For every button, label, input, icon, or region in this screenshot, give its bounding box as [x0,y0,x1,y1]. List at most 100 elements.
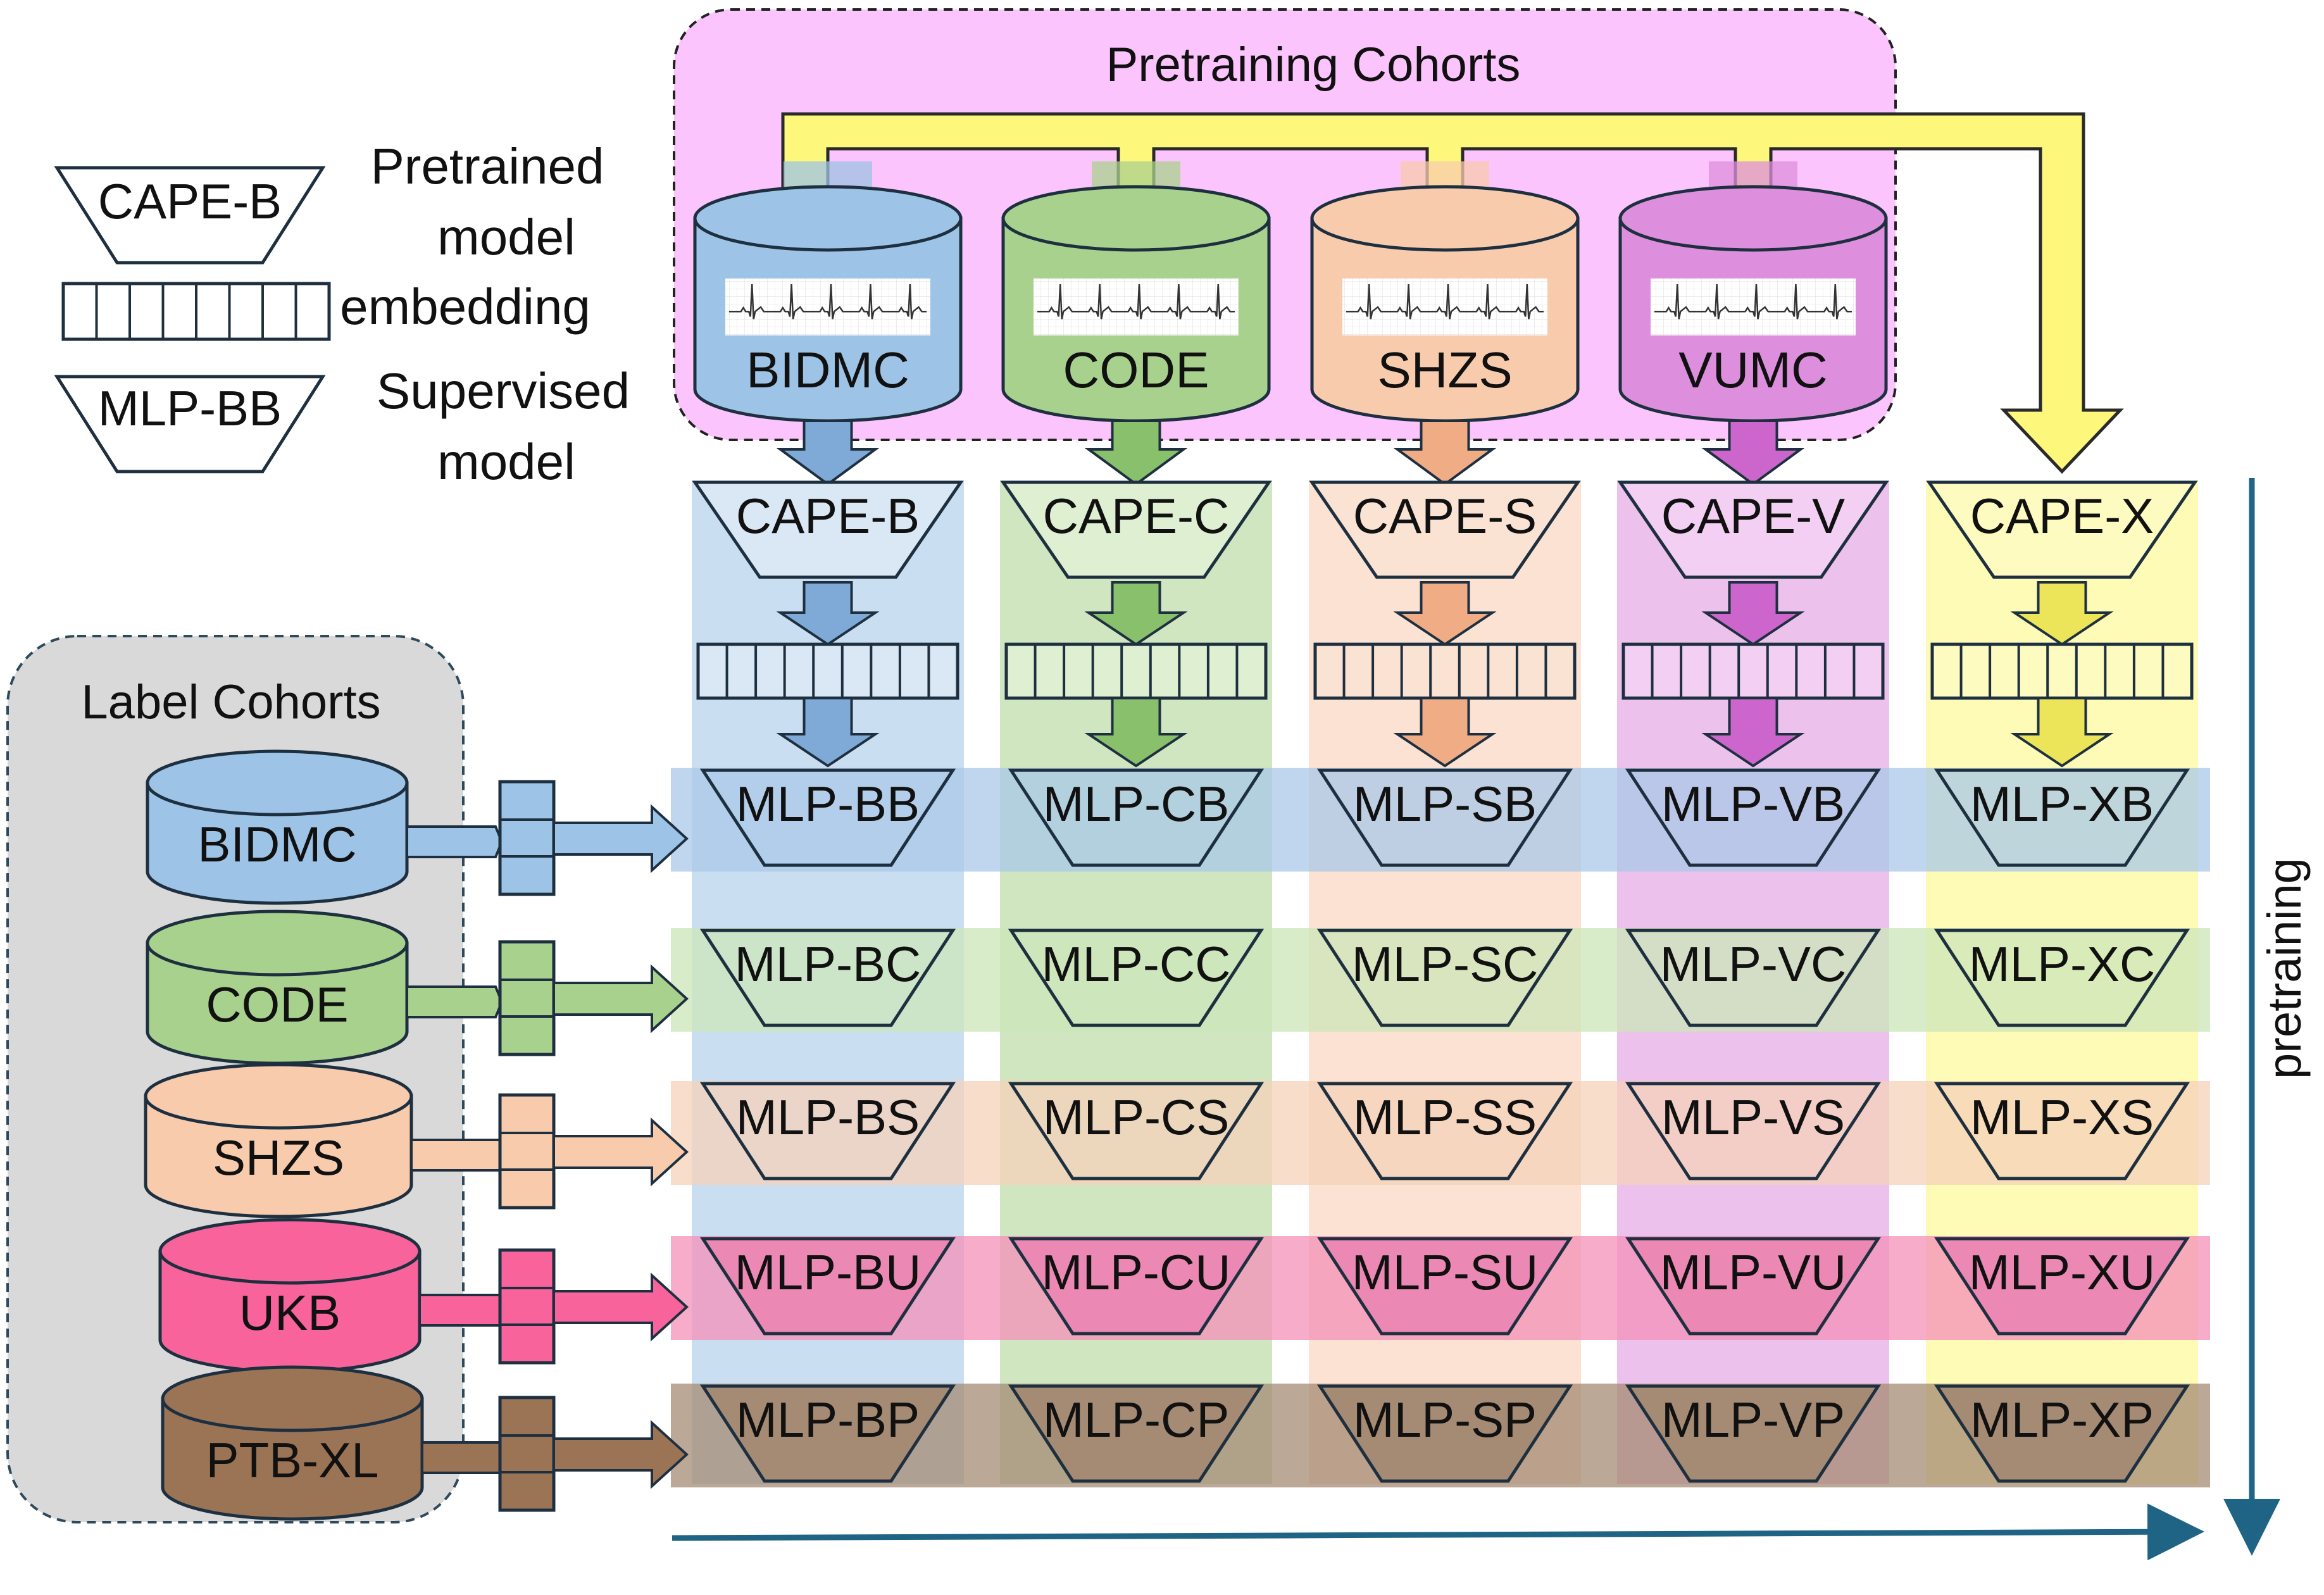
label-cylinder-s: SHZS [144,1063,413,1218]
pretraining-axis-label: pretraining [2258,858,2311,1079]
label-embedding-p [498,1396,556,1512]
pretrain-arrow-s [1393,420,1497,486]
embedding-to-mlp-arrow-x [2010,697,2114,768]
cape-model-label-x: CAPE-X [1970,488,2154,544]
cape-to-embedding-arrow-c [1084,581,1188,646]
mlp-model: MLP-SB [1316,768,1573,867]
mlp-model: MLP-SS [1316,1082,1573,1180]
pretrain-arrow-v [1701,420,1805,486]
mlp-model: MLP-BU [699,1237,956,1335]
embedding-to-mlp-arrow-v [1701,697,1805,768]
label-cylinder-s-top [144,1063,413,1130]
mlp-model: MLP-SU [1316,1237,1573,1335]
embedding-to-mlp-arrow-s [1393,697,1497,768]
label-embedding-b [498,780,556,896]
legend-supervised-trapezoid [54,375,326,473]
legend-supervised-label: MLP-BB [98,380,282,436]
mlp-label-mlp-bu: MLP-BU [735,1244,921,1300]
mlp-label-mlp-bb: MLP-BB [736,776,920,832]
mlp-trapezoid-mlp-xp [1934,1384,2190,1483]
row-stripe-s [671,1081,2210,1185]
label-cylinder-c-top [146,910,409,977]
label-embedding-u-frame [498,1248,556,1365]
mlp-trapezoid-mlp-cp [1008,1384,1265,1483]
cape-to-embedding-arrow-b [776,581,880,646]
pretrain-cylinder-label-b: BIDMC [746,342,909,398]
cape-model-label-c: CAPE-C [1043,488,1230,544]
mlp-trapezoid-mlp-vs [1625,1082,1882,1180]
mlp-trapezoid-mlp-bb [699,768,956,867]
mlp-label-mlp-sb: MLP-SB [1353,776,1537,832]
mlp-trapezoid-mlp-vc [1625,929,1882,1027]
ecg-strip-s-grid [1342,278,1547,335]
ecg-strip-v-trace [1654,284,1852,320]
ecg-strip-v [1651,278,1856,335]
label-cylinder-p: PTB-XL [161,1365,424,1521]
pretrain-cylinder-s-top [1310,185,1580,252]
pretrain-cylinder-v: VUMC [1618,185,1888,423]
mlp-trapezoid-mlp-su [1316,1237,1573,1335]
cape-to-embedding-arrow-s [1393,581,1497,646]
label-cylinder-label-u: UKB [239,1285,340,1341]
ecg-strip-c-grid [1034,278,1239,335]
embedding-x [1930,642,2194,700]
mlp-trapezoid-mlp-bc [699,929,956,1027]
label-embedding-c-frame [498,940,556,1056]
mlp-trapezoid-mlp-bs [699,1082,956,1180]
label-embedding-s-frame [498,1093,556,1210]
label-arrow-a-c [406,985,504,1018]
label-embedding-u [498,1248,556,1365]
embedding-to-mlp-arrow-c [1084,697,1188,768]
mlp-trapezoid-mlp-vb [1625,768,1882,867]
mlp-trapezoid-mlp-bu [699,1237,956,1335]
mlp-trapezoid-mlp-bp [699,1384,956,1483]
label-cohorts-title: Label Cohorts [81,675,380,729]
label-arrow-b-p [553,1420,689,1489]
legend-pretrained-trapezoid [54,166,326,265]
label-cylinder-u-top [158,1218,422,1285]
embedding-b [696,642,959,700]
row-stripe-b [671,768,2210,872]
mlp-model: MLP-VS [1625,1082,1882,1180]
label-cylinder-label-c: CODE [206,977,348,1032]
cape-model-c [1000,480,1272,579]
legend-pretrained-label: CAPE-B [98,173,282,229]
pretrain-cylinder-b-top [693,185,963,252]
mlp-trapezoid-mlp-ss [1316,1082,1573,1180]
cape-model-v [1617,480,1889,579]
mlp-trapezoid-mlp-cs [1008,1082,1265,1180]
mlp-trapezoid-mlp-xc [1934,929,2190,1027]
label-cylinder-u: UKB [158,1218,422,1373]
row-stripe-c [671,928,2210,1032]
label-arrow-b-s [553,1117,689,1187]
label-arrow-b-u [553,1272,689,1342]
cape-model-s [1309,480,1581,579]
mlp-label-mlp-sc: MLP-SC [1352,936,1539,992]
mlp-trapezoid-mlp-xs [1934,1082,2190,1180]
pretrain-cylinder-s: SHZS [1310,185,1580,423]
mlp-model: MLP-VC [1625,929,1882,1027]
legend-pretrained-caption: Pretrained [370,138,604,194]
mlp-label-mlp-xu: MLP-XU [1969,1244,2156,1300]
label-cylinder-label-s: SHZS [213,1130,344,1185]
mlp-label-mlp-cb: MLP-CB [1043,776,1230,832]
ecg-strip-s [1342,278,1547,335]
cape-model-x [1926,480,2198,579]
mlp-label-mlp-cc: MLP-CC [1041,936,1230,992]
legend-supervised-caption: Supervised [377,363,630,419]
mlp-label-mlp-xp: MLP-XP [1970,1392,2154,1448]
mlp-model: MLP-XC [1934,929,2190,1027]
label-cylinder-c: CODE [146,910,409,1065]
mlp-model: MLP-CP [1008,1384,1265,1483]
mlp-label-mlp-vs: MLP-VS [1661,1089,1845,1145]
ecg-strip-s-trace [1346,284,1544,320]
mlp-label-mlp-vp: MLP-VP [1661,1392,1845,1448]
mlp-label-mlp-vu: MLP-VU [1660,1244,1847,1300]
pretrain-cylinder-c-top [1001,185,1271,252]
label-cylinder-p-top [161,1365,424,1432]
mlp-model: MLP-BS [699,1082,956,1180]
ecg-strip-v-grid [1651,278,1856,335]
mlp-trapezoid-mlp-sp [1316,1384,1573,1483]
pretrain-cylinder-c: CODE [1001,185,1271,423]
